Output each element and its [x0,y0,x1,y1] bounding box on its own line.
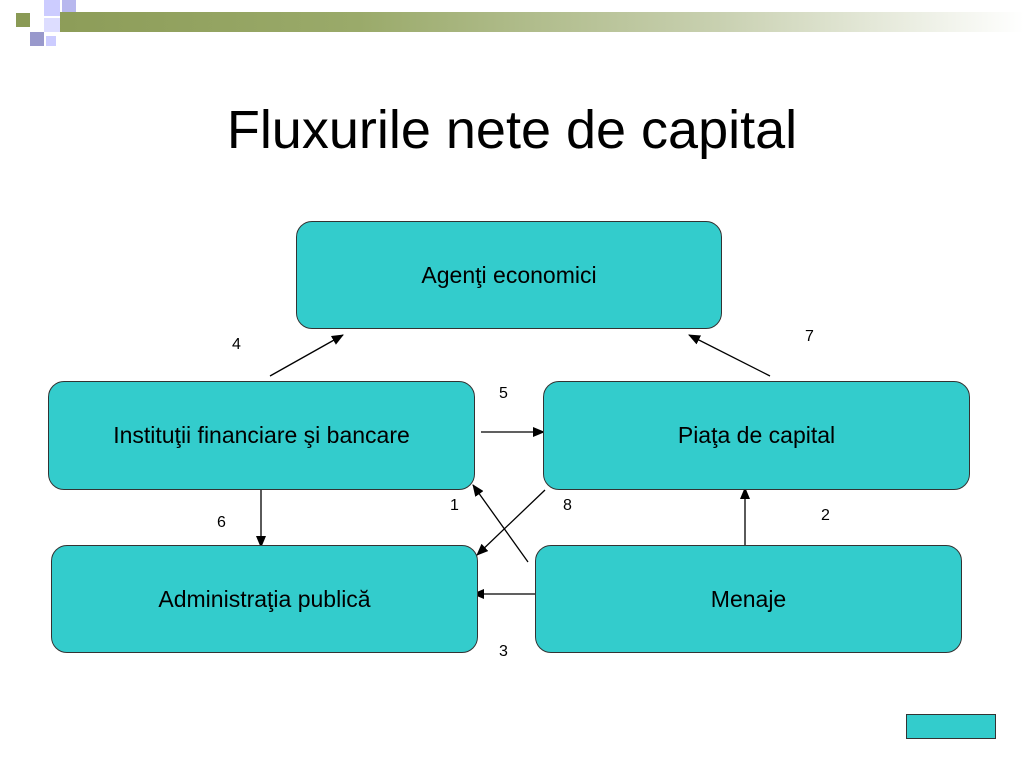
decor-square-lavender [46,36,56,46]
flow-label-4: 4 [232,336,241,353]
box-piata-de-capital: Piaţa de capital [543,381,970,490]
slide-nav-button[interactable] [906,714,996,739]
decor-square-lavender [62,0,76,12]
decor-square-green [16,13,30,27]
box-administratia-publica: Administraţia publică [51,545,478,653]
arrow-piata-to-administratia [476,489,546,556]
flow-label-7: 7 [805,328,814,345]
flow-label-2: 2 [821,507,830,524]
arrow-piata-to-agenti [688,334,771,377]
box-institutii-financiare: Instituţii financiare şi bancare [48,381,475,490]
flow-label-6: 6 [217,514,226,531]
decor-square-blue [30,32,44,46]
arrow-menaje-to-institutii [472,484,529,563]
header-gradient-bar [60,12,1024,32]
flow-label-3: 3 [499,643,508,660]
flow-label-8: 8 [563,497,572,514]
flow-label-5: 5 [499,385,508,402]
arrow-institutii-to-agenti [269,334,344,377]
flow-label-1: 1 [450,497,459,514]
decor-square-lavender [44,0,60,16]
decor-square-lavender [44,18,60,32]
box-agenti-economici: Agenţi economici [296,221,722,329]
box-menaje: Menaje [535,545,962,653]
slide-title: Fluxurile nete de capital [226,100,798,160]
